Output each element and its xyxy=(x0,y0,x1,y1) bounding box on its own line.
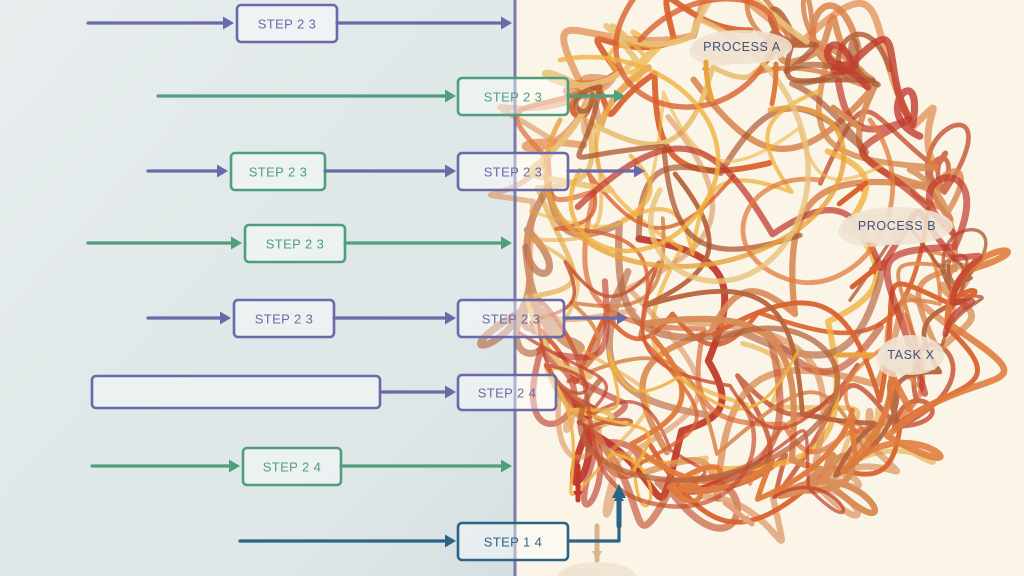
pill-process-b-blob xyxy=(838,214,906,247)
scribble-stroke xyxy=(523,183,888,359)
scribble-loop xyxy=(537,297,757,509)
row-2-left-arrow-head xyxy=(445,89,456,103)
row-7-left-arrow-head xyxy=(229,459,240,473)
scribble-stroke xyxy=(529,90,886,229)
scribble-stroke xyxy=(816,48,964,351)
tangled-scribble-cluster xyxy=(476,0,1011,544)
row-2-tail-arrow-head xyxy=(614,89,625,103)
row-3-second-box[interactable] xyxy=(456,151,570,192)
row-4-box[interactable] xyxy=(243,223,347,264)
row-1-right-arrow-head xyxy=(501,16,512,30)
scribble-stroke xyxy=(593,23,750,407)
scribble-stroke xyxy=(643,315,878,516)
scribble-stroke xyxy=(530,278,643,508)
left-pane-sheen xyxy=(0,0,515,576)
exit-arrow-down-red xyxy=(573,491,583,500)
row-1-box[interactable] xyxy=(235,3,339,44)
process-a-feeder-head-0 xyxy=(701,62,711,70)
scribble-stroke xyxy=(635,37,881,240)
row-8-elbow-arrowhead xyxy=(612,484,626,498)
row-8-second-box[interactable] xyxy=(456,521,570,562)
row-5-tail-arrow-head xyxy=(617,311,628,325)
row-8-left-arrow-head xyxy=(445,534,456,548)
row-6-box[interactable] xyxy=(90,374,382,410)
scribble-stroke xyxy=(527,0,810,194)
scribble-loop xyxy=(543,105,847,269)
scribble-stroke xyxy=(705,148,880,473)
row-7-box[interactable] xyxy=(241,446,343,487)
scribble-stroke xyxy=(573,84,803,252)
row-5-box[interactable] xyxy=(232,298,336,339)
scribble-stroke xyxy=(536,260,832,430)
row-6-second-box[interactable] xyxy=(456,373,558,412)
scribble-stroke xyxy=(628,333,860,504)
row-7-right-arrow-head xyxy=(501,459,512,473)
exit-arrow-taskx xyxy=(863,350,872,360)
exit-arrow-down-tan xyxy=(592,551,602,560)
pill-process-a-blob xyxy=(689,36,750,66)
scribble-loop xyxy=(557,54,721,254)
exit-arrow-ne xyxy=(849,118,860,128)
exit-arrow-e2 xyxy=(868,266,879,276)
row-3-box[interactable] xyxy=(229,151,327,192)
row-6-right-arrow-head xyxy=(445,385,456,399)
exit-arrow-e1 xyxy=(855,183,866,193)
scribble-loop xyxy=(577,325,841,483)
scribble-stroke xyxy=(823,36,924,140)
scribble-loop xyxy=(613,0,779,110)
row-3-right-arrow-head xyxy=(445,164,456,178)
row-8-elbow-connector xyxy=(568,496,621,543)
scribble-loop xyxy=(740,117,896,285)
row-5-left-arrow-head xyxy=(220,311,231,325)
exit-arrow-se xyxy=(741,514,752,524)
row-5-right-arrow-head xyxy=(445,311,456,325)
row-4-right-arrow-head xyxy=(501,236,512,250)
row-2-second-box[interactable] xyxy=(456,76,570,117)
row-3-tail-arrow-head xyxy=(634,164,645,178)
pill-bottom-partial-blob xyxy=(557,568,601,576)
pill-task-x-blob xyxy=(876,343,916,377)
row-3-left-arrow-head xyxy=(217,164,228,178)
row-4-left-arrow-head xyxy=(231,236,242,250)
row-1-left-arrow-head xyxy=(223,16,234,30)
process-a-feeder-head-1 xyxy=(771,62,781,70)
row-5-second-box[interactable] xyxy=(456,298,566,339)
